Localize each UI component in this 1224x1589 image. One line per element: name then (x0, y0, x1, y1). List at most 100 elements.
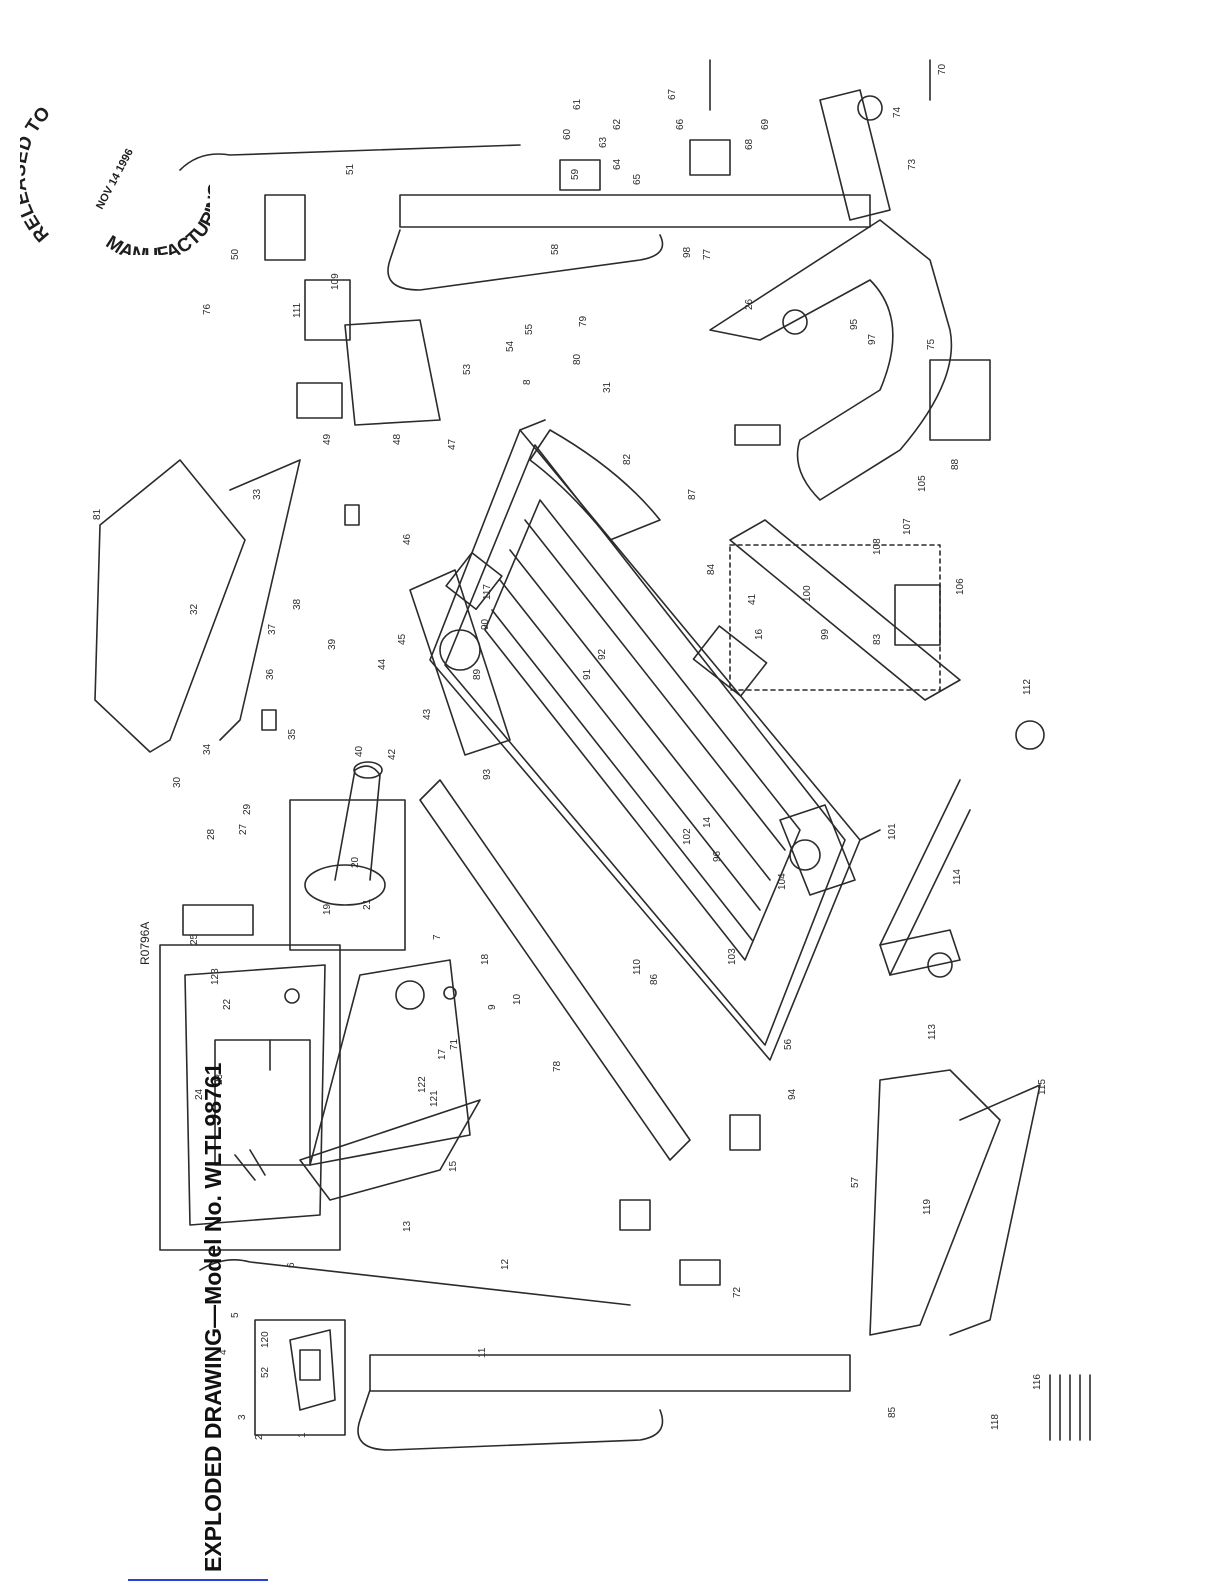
callout-38: 38 (292, 598, 303, 610)
release-stamp: RELEASED TO NOV 14 1996 MANUFACTURING (20, 103, 210, 255)
deck-frame (429, 419, 881, 1061)
callout-24: 24 (194, 1088, 205, 1100)
callout-50: 50 (230, 248, 241, 260)
callout-36: 36 (265, 668, 276, 680)
callout-119: 119 (922, 1199, 933, 1215)
walking-belt (484, 499, 801, 961)
callout-121: 121 (429, 1090, 440, 1107)
callout-78: 78 (552, 1060, 563, 1072)
callout-64: 64 (612, 158, 623, 170)
callout-57: 57 (850, 1176, 861, 1188)
callout-87: 87 (687, 488, 698, 500)
left-upright (199, 1259, 851, 1451)
incline-motor-inset (289, 761, 406, 951)
console-box (159, 944, 341, 1251)
callout-40: 40 (354, 745, 365, 757)
callout-29: 29 (242, 803, 253, 815)
callout-21: 21 (362, 898, 373, 910)
callout-66: 66 (675, 118, 686, 130)
stamp-line-1: RELEASED TO (20, 103, 55, 246)
callout-72: 72 (732, 1286, 743, 1298)
callout-11: 11 (477, 1347, 488, 1358)
callout-35: 35 (287, 728, 298, 740)
callout-86: 86 (649, 973, 660, 985)
motor-hood (445, 429, 768, 697)
callout-18: 18 (480, 953, 491, 965)
callout-59: 59 (570, 168, 581, 180)
side-trim-right (94, 459, 360, 753)
callout-19: 19 (322, 903, 333, 915)
callout-5: 5 (230, 1312, 241, 1318)
stamp-date: NOV 14 1996 (94, 147, 136, 211)
callout-30: 30 (172, 776, 183, 788)
callout-77: 77 (702, 248, 713, 260)
callout-51: 51 (345, 163, 356, 175)
callout-27: 27 (238, 823, 249, 835)
callout-47: 47 (447, 438, 458, 450)
blue-rule (128, 1579, 268, 1581)
callout-101: 101 (887, 823, 898, 840)
callout-110: 110 (632, 959, 643, 975)
callout-60: 60 (562, 128, 573, 140)
callout-97: 97 (867, 333, 878, 345)
callout-88: 88 (950, 458, 961, 470)
callout-53: 53 (462, 363, 473, 375)
callout-48: 48 (392, 433, 403, 445)
callout-112: 112 (1022, 679, 1033, 695)
callout-32: 32 (189, 603, 200, 615)
callout-113: 113 (927, 1024, 938, 1040)
callout-16: 16 (754, 628, 765, 640)
callout-2: 2 (254, 1434, 265, 1440)
callout-75: 75 (926, 338, 937, 350)
callout-83: 83 (872, 633, 883, 645)
callout-26: 26 (744, 298, 755, 310)
callout-8: 8 (522, 379, 533, 385)
side-trim-left (869, 1069, 1041, 1336)
callout-103: 103 (727, 948, 738, 965)
console-base (299, 959, 481, 1201)
callout-58: 58 (550, 243, 561, 255)
callout-44: 44 (377, 658, 388, 670)
callout-4: 4 (218, 1349, 229, 1355)
callout-12: 12 (500, 1258, 511, 1270)
callout-10: 10 (512, 993, 523, 1005)
callout-14: 14 (702, 816, 713, 828)
motor-controller-inset (729, 544, 941, 691)
drawing-code: R0796A (138, 921, 152, 965)
callout-61: 61 (572, 98, 583, 110)
callout-68: 68 (744, 138, 755, 150)
callout-54: 54 (505, 340, 516, 352)
callout-94: 94 (787, 1088, 798, 1100)
callout-9: 9 (487, 1004, 498, 1010)
callout-62: 62 (612, 118, 623, 130)
callout-98: 98 (682, 246, 693, 258)
callout-43: 43 (422, 708, 433, 720)
callout-55: 55 (524, 323, 535, 335)
callout-46: 46 (402, 533, 413, 545)
callout-100: 100 (802, 585, 813, 602)
callout-7: 7 (432, 934, 443, 940)
callout-84: 84 (706, 563, 717, 575)
callout-76: 76 (202, 303, 213, 315)
callout-70: 70 (937, 63, 948, 75)
callout-17: 17 (437, 1048, 448, 1060)
callout-3: 3 (237, 1414, 248, 1420)
callout-123: 123 (210, 968, 221, 985)
callout-91: 91 (582, 668, 593, 680)
callout-41: 41 (747, 593, 758, 605)
callout-39: 39 (327, 638, 338, 650)
handgrip-inset (254, 1319, 346, 1436)
callout-81: 81 (92, 508, 103, 520)
callout-52: 52 (260, 1366, 271, 1378)
callout-96: 96 (712, 850, 723, 862)
callout-49: 49 (322, 433, 333, 445)
drawing-title: EXPLODED DRAWING—Model No. WLTL98761 (200, 1062, 226, 1572)
callout-82: 82 (622, 453, 633, 465)
callout-42: 42 (387, 748, 398, 760)
callout-13: 13 (402, 1220, 413, 1232)
callout-20: 20 (350, 856, 361, 868)
callout-69: 69 (760, 118, 771, 130)
callout-93: 93 (482, 768, 493, 780)
callout-95: 95 (849, 318, 860, 330)
callout-67: 67 (667, 88, 678, 100)
